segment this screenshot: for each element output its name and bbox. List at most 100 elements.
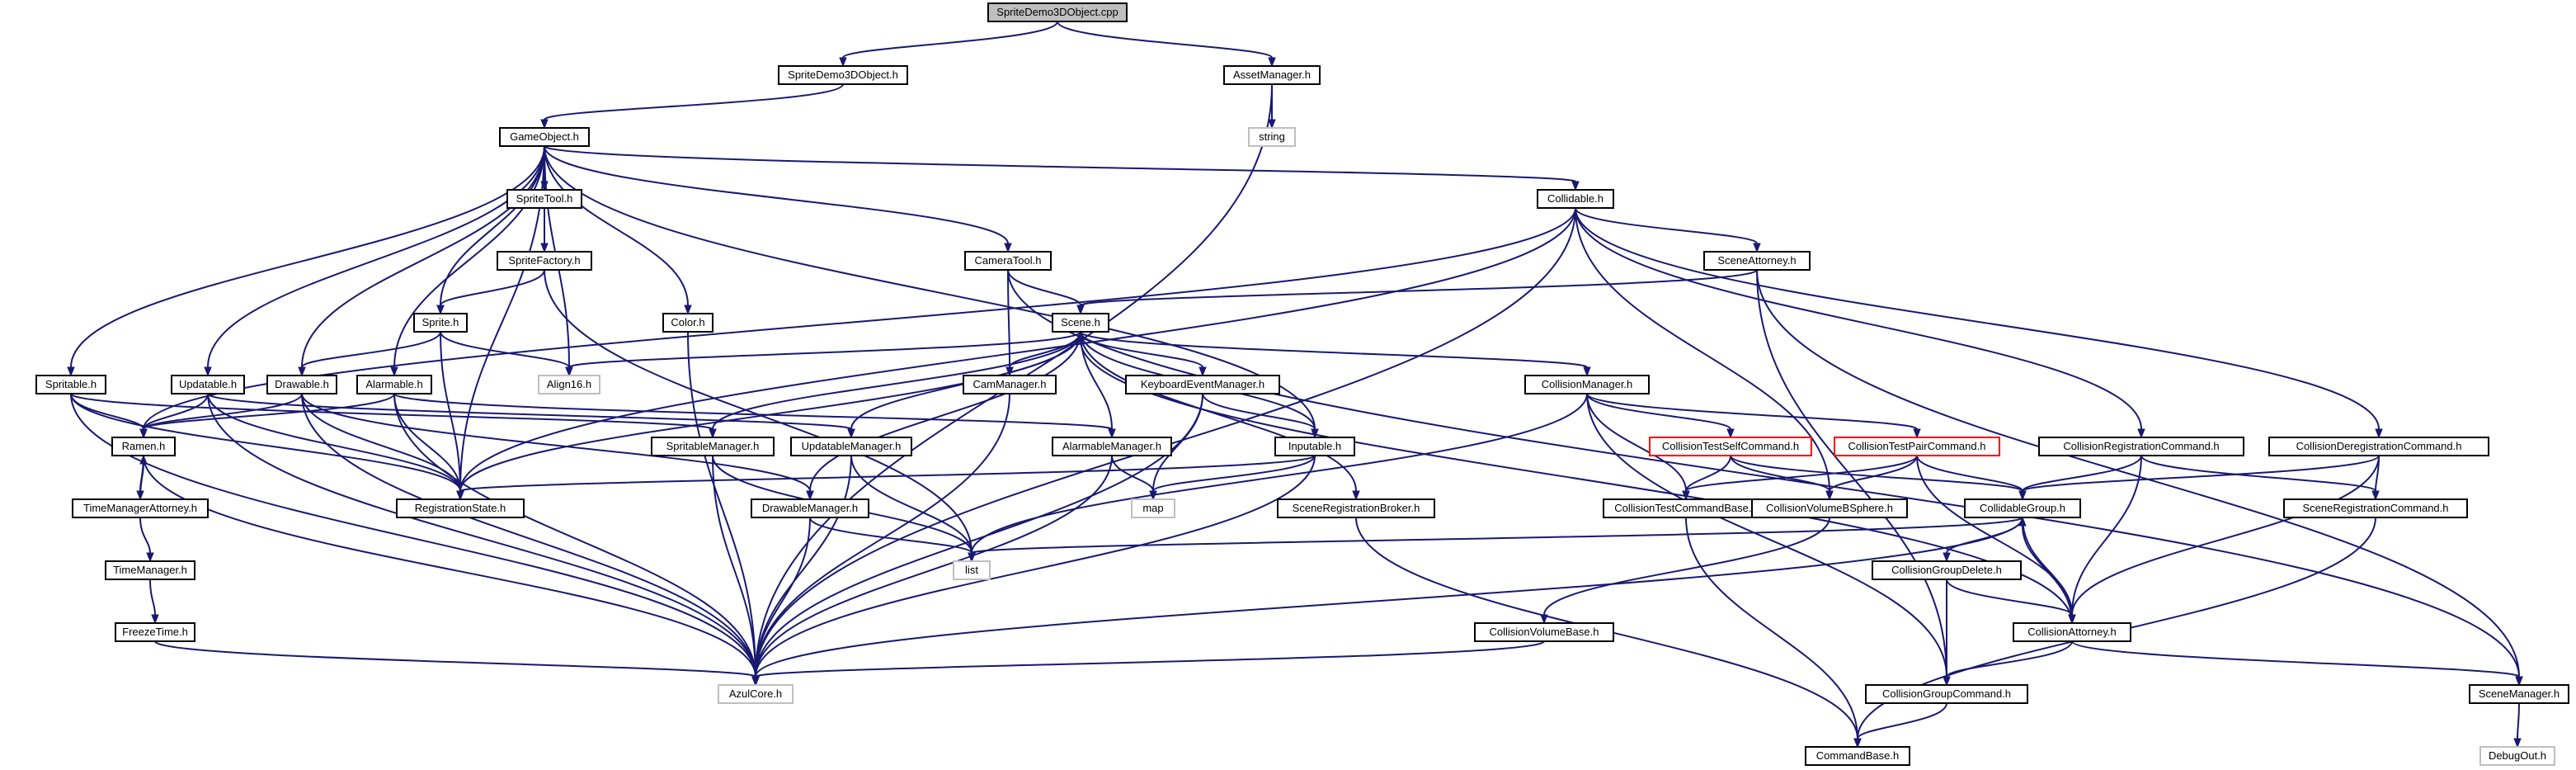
node-game-object[interactable]: GameObject.h [499, 127, 590, 147]
node-scene-attorney[interactable]: SceneAttorney.h [1703, 251, 1811, 271]
node-drawable[interactable]: Drawable.h [266, 375, 337, 394]
edge-scene-to-align16 [568, 331, 1081, 368]
node-freeze-time[interactable]: FreezeTime.h [115, 622, 195, 642]
node-collision-group-delete[interactable]: CollisionGroupDelete.h [1872, 560, 2022, 580]
edge-collision-attorney-to-scene-manager [2071, 640, 2520, 678]
node-debug-out[interactable]: DebugOut.h [2479, 746, 2555, 766]
node-label: CollisionManager.h [1542, 378, 1633, 390]
node-collision-test-command-base[interactable]: CollisionTestCommandBase.h [1603, 498, 1769, 518]
edge-time-manager-to-freeze-time [149, 579, 156, 616]
edge-alarmable-manager-to-map [1111, 455, 1154, 492]
node-collision-registration-command[interactable]: CollisionRegistrationCommand.h [2038, 437, 2244, 456]
edge-scene-to-scene-registration-broker [1080, 331, 1357, 492]
node-inputable[interactable]: Inputable.h [1274, 437, 1355, 456]
node-collision-test-pair-command[interactable]: CollisionTestPairCommand.h [1834, 437, 2000, 456]
node-label: Scene.h [1061, 316, 1100, 328]
edge-time-manager-attorney-to-time-manager [139, 517, 151, 554]
node-box [72, 498, 209, 518]
node-sprite-factory[interactable]: SpriteFactory.h [497, 251, 592, 271]
node-collision-volume-bsphere[interactable]: CollisionVolumeBSphere.h [1751, 498, 1908, 518]
edge-keyboard-event-manager-to-azul-core [755, 393, 1203, 678]
node-ramen[interactable]: Ramen.h [111, 437, 176, 456]
node-string[interactable]: string [1248, 127, 1296, 147]
arrowhead [1076, 330, 1085, 341]
edge-collidable-group-to-collision-group-delete [1946, 517, 2023, 554]
arrowhead [565, 366, 573, 377]
node-label: CameraTool.h [975, 254, 1042, 267]
node-label: list [965, 564, 978, 576]
node-scene-registration-broker[interactable]: SceneRegistrationBroker.h [1277, 498, 1435, 518]
node-cam-manager[interactable]: CamManager.h [963, 375, 1057, 394]
node-align16[interactable]: Align16.h [538, 375, 600, 394]
node-sprite-demo-h[interactable]: SpriteDemo3DObject.h [778, 65, 908, 85]
node-scene[interactable]: Scene.h [1052, 313, 1109, 333]
node-label: Drawable.h [275, 378, 329, 390]
node-color[interactable]: Color.h [662, 313, 713, 333]
edge-updatable-to-registration-state [207, 393, 461, 492]
node-sprite[interactable]: Sprite.h [413, 313, 468, 333]
node-box [356, 375, 432, 394]
node-collision-attorney[interactable]: CollisionAttorney.h [2013, 622, 2131, 642]
edge-collidable-to-ramen [143, 207, 1576, 430]
node-box [497, 251, 592, 271]
node-collidable[interactable]: Collidable.h [1537, 189, 1614, 209]
edge-scene-attorney-to-scene [1080, 269, 1758, 306]
node-alarmable-manager[interactable]: AlarmableManager.h [1052, 437, 1172, 456]
node-label: Alarmable.h [365, 378, 422, 390]
node-label: AssetManager.h [1233, 68, 1311, 81]
edge-spritable-to-registration-state [70, 393, 461, 492]
arrowhead [684, 305, 692, 315]
edge-game-object-to-color [544, 145, 689, 306]
edge-alarmable-to-azul-core [393, 393, 756, 678]
node-keyboard-event-manager[interactable]: KeyboardEventManager.h [1125, 375, 1280, 394]
node-root[interactable]: SpriteDemo3DObject.cpp [987, 2, 1128, 22]
node-collision-test-self-command[interactable]: CollisionTestSelfCommand.h [1649, 437, 1812, 456]
node-label: DrawableManager.h [762, 502, 858, 514]
node-collision-volume-base[interactable]: CollisionVolumeBase.h [1474, 622, 1614, 642]
node-time-manager-attorney[interactable]: TimeManagerAttorney.h [72, 498, 209, 518]
node-collision-group-command[interactable]: CollisionGroupCommand.h [1865, 684, 2028, 704]
node-time-manager[interactable]: TimeManager.h [105, 560, 195, 580]
node-command-base[interactable]: CommandBase.h [1805, 746, 1910, 766]
edge-collision-registration-command-to-collision-attorney [2071, 455, 2142, 616]
node-collidable-group[interactable]: CollidableGroup.h [1964, 498, 2081, 518]
edge-sprite-to-registration-state [440, 331, 461, 492]
edge-camera-tool-to-cam-manager [1007, 269, 1010, 368]
edge-collision-manager-to-list [971, 393, 1588, 554]
edge-camera-tool-to-scene-manager [1007, 269, 2520, 678]
node-scene-manager[interactable]: SceneManager.h [2469, 684, 2569, 704]
node-spritable[interactable]: Spritable.h [35, 375, 106, 394]
node-collision-deregistration-command[interactable]: CollisionDeregistrationCommand.h [2268, 437, 2489, 456]
node-azul-core[interactable]: AzulCore.h [718, 684, 794, 704]
node-scene-registration-command[interactable]: SceneRegistrationCommand.h [2283, 498, 2468, 518]
node-updatable[interactable]: Updatable.h [171, 375, 245, 394]
arrowhead [709, 428, 717, 439]
node-drawable-manager[interactable]: DrawableManager.h [751, 498, 869, 518]
node-registration-state[interactable]: RegistrationState.h [396, 498, 525, 518]
node-spritable-manager[interactable]: SpritableManager.h [651, 437, 775, 456]
node-label: Inputable.h [1288, 440, 1341, 452]
arrowhead [67, 366, 75, 377]
node-box [1052, 313, 1109, 333]
node-collision-manager[interactable]: CollisionManager.h [1524, 375, 1650, 394]
arrowhead [1311, 428, 1319, 439]
node-updatable-manager[interactable]: UpdatableManager.h [790, 437, 912, 456]
node-camera-tool[interactable]: CameraTool.h [964, 251, 1052, 271]
edge-collision-test-self-command-to-collision-volume-bsphere [1730, 455, 1830, 492]
edge-collision-volume-bsphere-to-collision-volume-base [1543, 517, 1830, 616]
node-list[interactable]: list [953, 560, 991, 580]
node-asset-manager[interactable]: AssetManager.h [1223, 65, 1321, 85]
node-label: SpriteDemo3DObject.cpp [996, 6, 1118, 18]
node-label: FreezeTime.h [122, 626, 188, 638]
node-sprite-tool[interactable]: SpriteTool.h [506, 189, 582, 209]
node-box [2268, 437, 2489, 456]
edge-collidable-to-collision-deregistration-command [1575, 207, 2380, 430]
arrowhead [1004, 243, 1012, 253]
node-map[interactable]: map [1131, 498, 1175, 518]
edge-color-to-azul-core [687, 331, 756, 678]
node-alarmable[interactable]: Alarmable.h [356, 375, 432, 394]
node-label: DebugOut.h [2489, 749, 2546, 762]
node-box [953, 560, 991, 580]
edge-collidable-group-to-azul-core [755, 517, 2023, 678]
node-label: SceneAttorney.h [1717, 254, 1796, 267]
